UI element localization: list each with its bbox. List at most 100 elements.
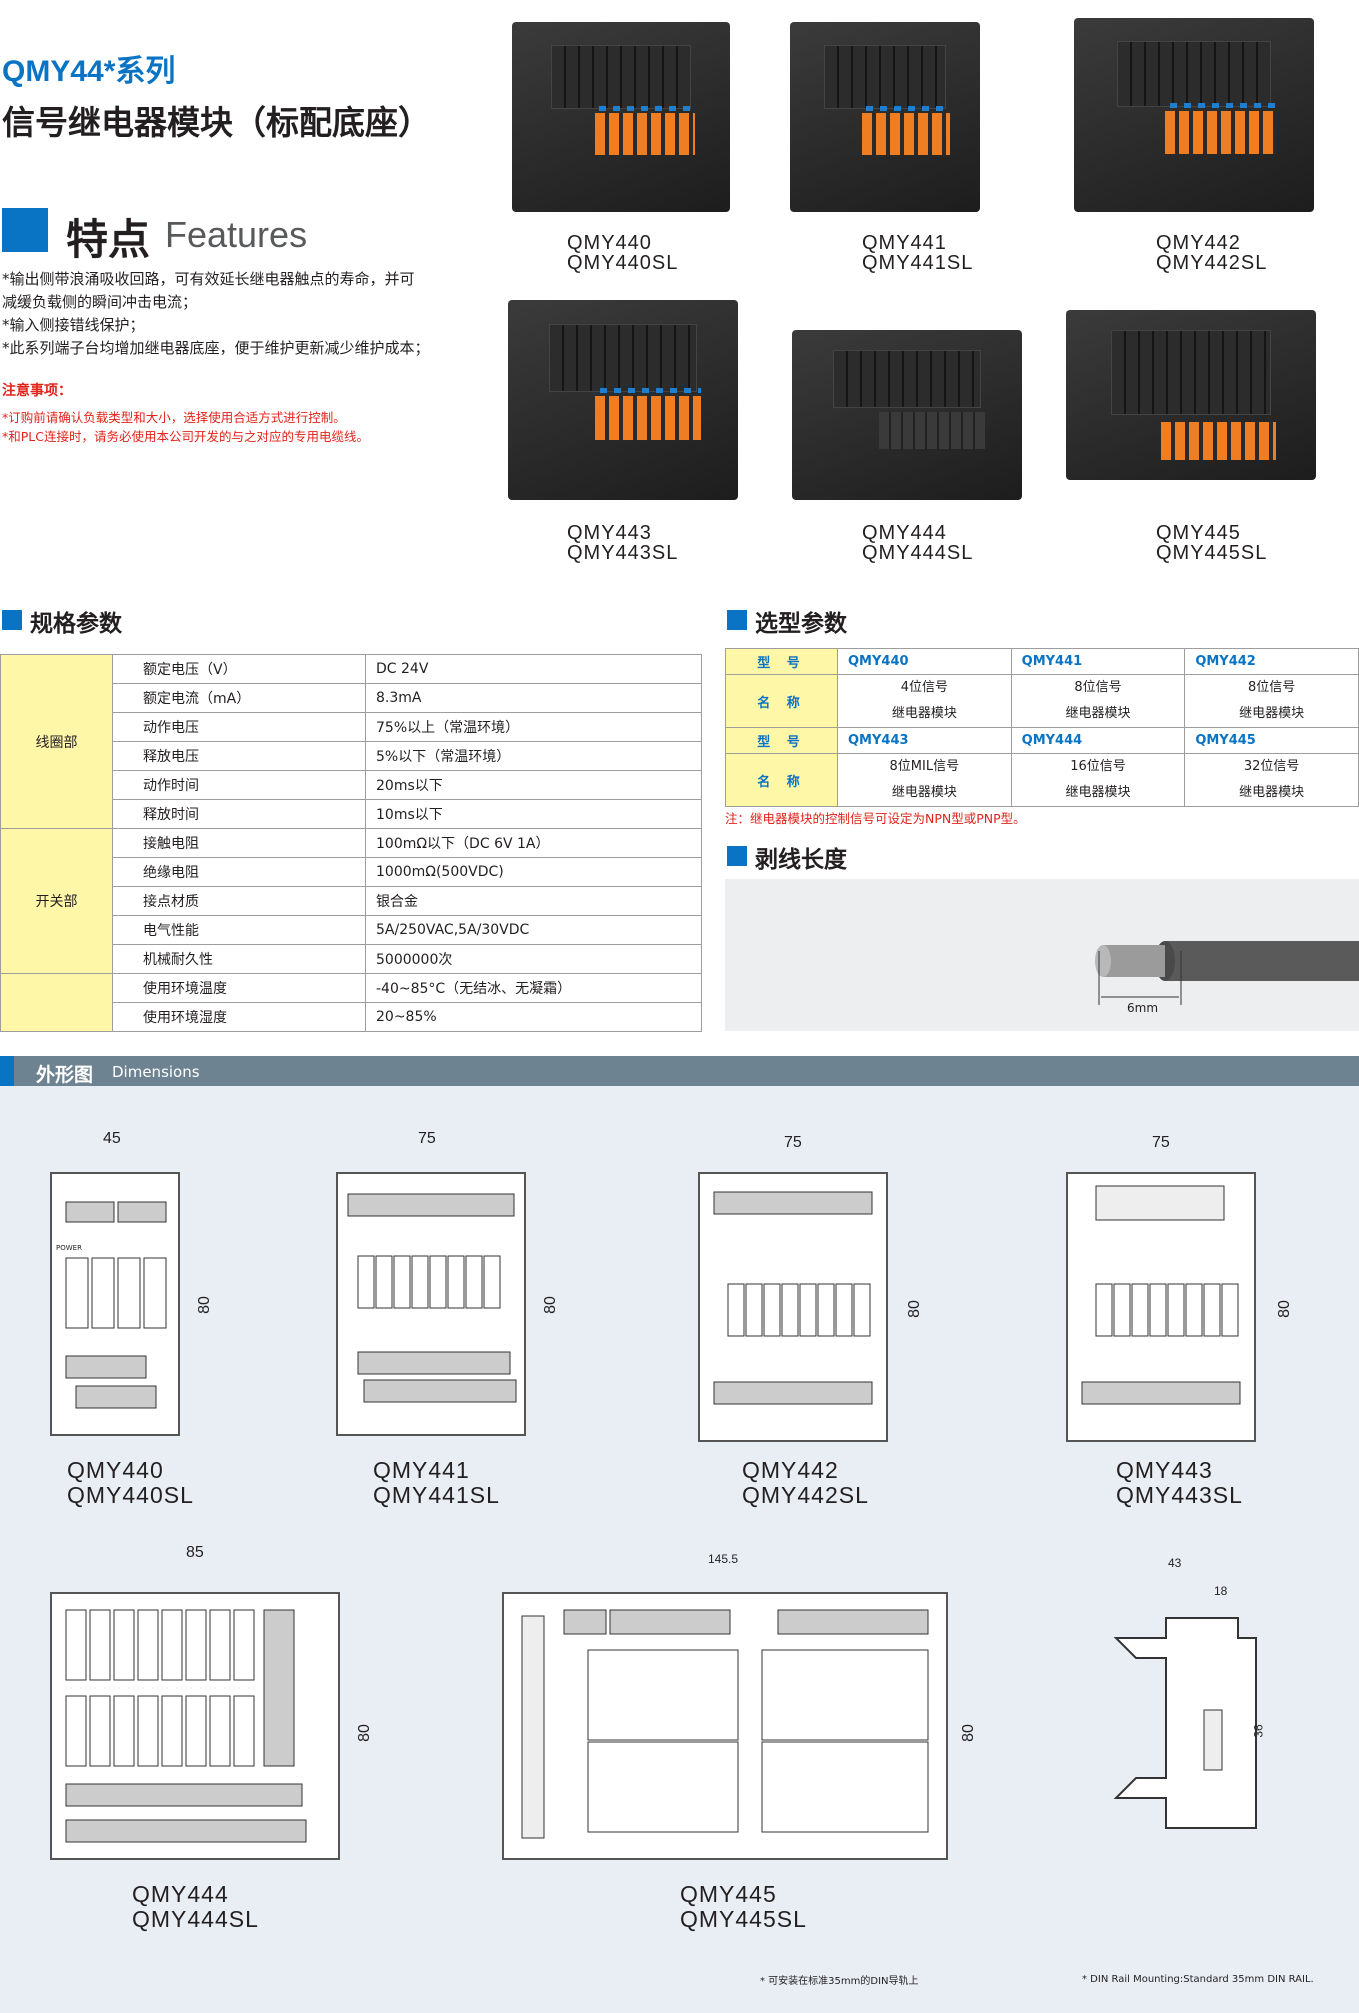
spec-value: 8.3mA xyxy=(365,683,702,713)
drawing-qmy442 xyxy=(698,1172,888,1442)
spec-name: 接点材质 xyxy=(112,886,366,916)
table-row: 型 号 QMY443 QMY444 QMY445 xyxy=(725,727,1359,754)
dimensions-title-en: Dimensions xyxy=(112,1063,200,1081)
features-heading-en: Features xyxy=(165,214,308,255)
selection-note: 注：继电器模块的控制信号可设定为NPN型或PNP型。 xyxy=(725,811,1026,826)
page-subtitle: 信号继电器模块（标配底座） xyxy=(2,103,431,142)
width-dimension: 145.5 xyxy=(708,1552,739,1566)
table-row: 名 称 8位MIL信号继电器模块 16位信号继电器模块 32位信号继电器模块 xyxy=(725,753,1359,807)
model-label: 型 号 xyxy=(725,727,838,754)
product-variant: QMY442SL xyxy=(1156,252,1268,274)
footnote-cn: * 可安装在标准35mm的DIN导轨上 xyxy=(760,1976,919,1987)
width-dimension: 85 xyxy=(186,1544,204,1561)
table-row: 额定电流（mA）8.3mA xyxy=(1,683,702,713)
product-variant: QMY440SL xyxy=(567,252,679,274)
drawing-din-rail xyxy=(1106,1598,1276,1848)
specs-group: 开关部 xyxy=(0,828,113,974)
rail-width-dimension: 43 xyxy=(1168,1556,1182,1570)
product-model: QMY443 xyxy=(567,522,652,544)
spec-name: 电气性能 xyxy=(112,915,366,945)
name-label: 名 称 xyxy=(725,674,838,728)
product-photo-qmy442 xyxy=(1074,18,1314,212)
spec-value: 5%以下（常温环境） xyxy=(365,741,702,771)
product-photo-qmy444 xyxy=(792,330,1022,500)
width-dimension: 75 xyxy=(418,1130,436,1147)
product-variant: QMY441SL xyxy=(862,252,974,274)
spec-name: 动作时间 xyxy=(112,770,366,800)
product-variant: QMY445SL xyxy=(1156,542,1268,564)
name-label: 名 称 xyxy=(725,753,838,807)
height-dimension: 80 xyxy=(959,1724,977,1742)
product-label: QMY445 QMY445SL xyxy=(1156,523,1267,563)
name-cell: 8位MIL信号继电器模块 xyxy=(837,753,1012,807)
product-variant: QMY444SL xyxy=(862,542,974,564)
product-model: QMY442 xyxy=(1156,232,1241,254)
product-photo-qmy443 xyxy=(508,300,738,500)
spec-name: 绝缘电阻 xyxy=(112,857,366,887)
dimensions-title: 外形图 xyxy=(36,1064,94,1086)
features-list: *输出侧带浪涌吸收回路，可有效延长继电器触点的寿命，并可 减缓负载侧的瞬间冲击电… xyxy=(2,268,472,360)
selection-marker xyxy=(727,610,747,630)
features-heading: 特点 xyxy=(66,215,151,264)
spec-name: 额定电流（mA） xyxy=(112,683,366,713)
product-model: QMY444 xyxy=(862,522,947,544)
drawing-qmy444 xyxy=(50,1592,340,1860)
height-dimension: 80 xyxy=(355,1724,373,1742)
product-label: QMY440 QMY440SL xyxy=(567,233,678,273)
series-title: QMY44*系列 xyxy=(2,55,176,88)
height-dimension: 80 xyxy=(541,1296,559,1314)
drawing-qmy443 xyxy=(1066,1172,1256,1442)
spec-value: 银合金 xyxy=(365,886,702,916)
feature-item: *输出侧带浪涌吸收回路，可有效延长继电器触点的寿命，并可 xyxy=(2,270,415,288)
product-photo-qmy440 xyxy=(512,22,730,212)
model-cell: QMY442 xyxy=(1184,648,1359,675)
name-cell: 8位信号继电器模块 xyxy=(1184,674,1359,728)
spec-name: 额定电压（V） xyxy=(112,654,366,684)
note-item: *和PLC连接时，请务必使用本公司开发的与之对应的专用电缆线。 xyxy=(2,429,369,444)
selection-title: 选型参数 xyxy=(755,611,847,637)
rail-height-dimension: 36 xyxy=(1251,1724,1266,1738)
width-dimension: 45 xyxy=(103,1130,121,1147)
spec-value: 75%以上（常温环境） xyxy=(365,712,702,742)
table-row: 型 号 QMY440 QMY441 QMY442 xyxy=(725,648,1359,675)
product-label: QMY444 QMY444SL xyxy=(862,523,973,563)
model-cell: QMY443 xyxy=(837,727,1012,754)
strip-marker xyxy=(727,846,747,866)
spec-value: 100mΩ以下（DC 6V 1A） xyxy=(365,828,702,858)
drawing-qmy440: POWER xyxy=(50,1172,180,1436)
specs-title: 规格参数 xyxy=(30,611,122,637)
model-cell: QMY441 xyxy=(1010,648,1186,675)
model-label: 型 号 xyxy=(725,648,838,675)
feature-item: *输入侧接错线保护； xyxy=(2,316,145,334)
strip-title: 剥线长度 xyxy=(755,847,847,873)
height-dimension: 80 xyxy=(905,1300,923,1318)
width-dimension: 75 xyxy=(784,1134,802,1151)
product-variant: QMY443SL xyxy=(567,542,679,564)
rail-depth-dimension: 18 xyxy=(1214,1584,1228,1598)
product-model: QMY441 xyxy=(862,232,947,254)
product-label: QMY443 QMY443SL xyxy=(567,523,678,563)
width-dimension: 75 xyxy=(1152,1134,1170,1151)
notes-list: *订购前请确认负载类型和大小，选择使用合适方式进行控制。 *和PLC连接时，请务… xyxy=(2,408,369,446)
strip-diagram: 6mm xyxy=(725,879,1359,1031)
power-label: POWER xyxy=(56,1244,82,1252)
spec-value: 20ms以下 xyxy=(365,770,702,800)
name-cell: 8位信号继电器模块 xyxy=(1010,674,1186,728)
specs-group: 线圈部 xyxy=(0,654,113,829)
spec-name: 接触电阻 xyxy=(112,828,366,858)
product-label: QMY441 QMY441SL xyxy=(862,233,973,273)
height-dimension: 80 xyxy=(195,1296,213,1314)
product-model: QMY440 xyxy=(567,232,652,254)
feature-item: 减缓负载侧的瞬间冲击电流； xyxy=(2,293,198,311)
name-cell: 16位信号继电器模块 xyxy=(1010,753,1186,807)
product-photo-qmy445 xyxy=(1066,310,1316,480)
